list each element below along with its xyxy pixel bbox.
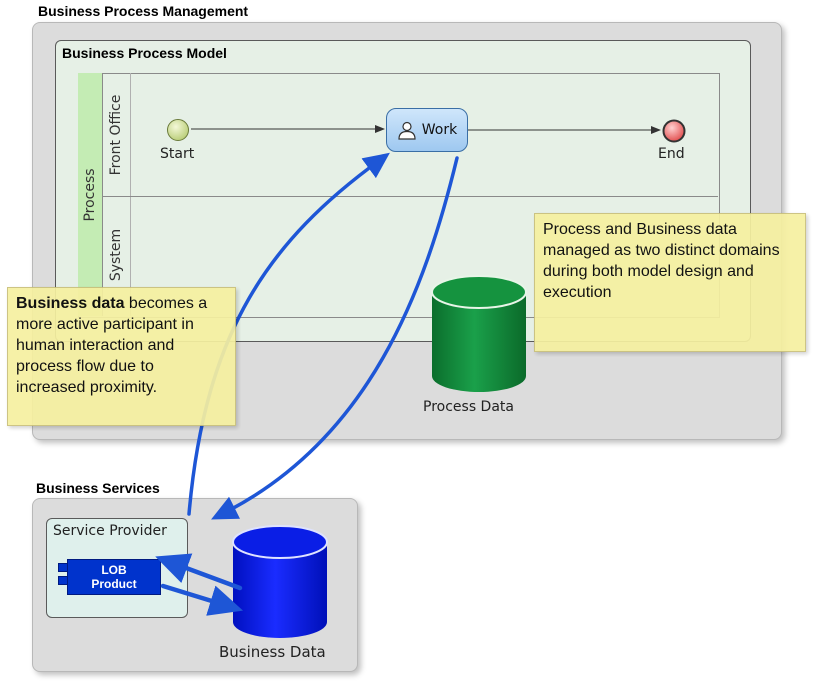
note-distinct-domains: Process and Business data managed as two… (534, 213, 806, 352)
pool-header: Process (78, 73, 103, 316)
work-task-label: Work (421, 122, 458, 138)
bpm-title: Business Process Management (38, 3, 249, 19)
end-label: End (658, 146, 685, 162)
business-data-label: Business Data (219, 643, 326, 661)
arrow-business-data-to-lob (155, 553, 243, 591)
process-data-label: Process Data (423, 399, 514, 415)
start-event-icon (167, 119, 189, 141)
start-label: Start (160, 146, 195, 162)
end-event-icon (662, 119, 686, 143)
note-business-data-text: becomes a more active participant in hum… (16, 295, 208, 396)
lane-system: System (102, 197, 131, 316)
work-task[interactable]: Work (386, 108, 468, 152)
lob-product-component[interactable]: LOB Product (67, 559, 161, 595)
process-data-cylinder (431, 275, 527, 392)
business-data-cylinder (232, 525, 328, 638)
lane-divider (102, 196, 718, 197)
note-distinct-domains-text: Process and Business data managed as two… (543, 221, 780, 301)
arrow-business-data-to-work (187, 152, 390, 516)
business-services-title: Business Services (36, 480, 160, 496)
note-business-data-bold: Business data (16, 295, 125, 312)
lane-front-office: Front Office (102, 73, 131, 196)
note-business-data: Business data becomes a more active part… (7, 287, 236, 426)
lob-product-label: LOB Product (91, 563, 137, 591)
service-provider-label: Service Provider (53, 523, 167, 539)
arrow-lob-to-business-data (160, 583, 244, 616)
user-icon (398, 121, 416, 140)
arrow-work-to-business-data (211, 156, 459, 520)
process-model-title: Business Process Model (62, 45, 227, 61)
